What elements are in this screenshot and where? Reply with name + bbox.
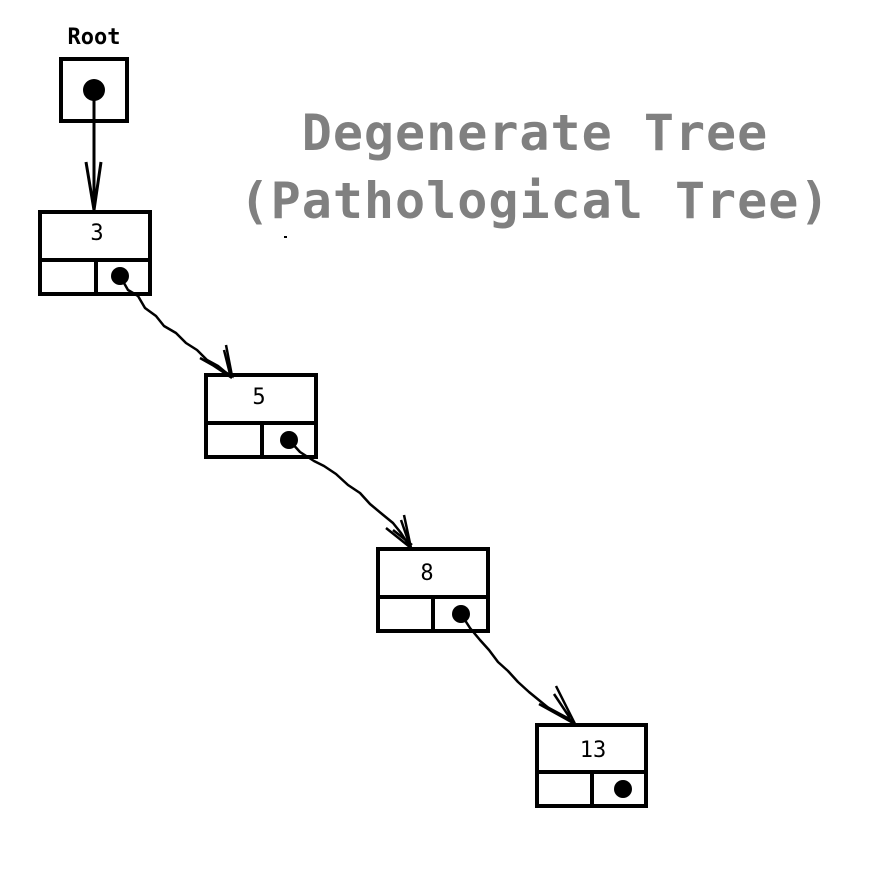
edge-arrow-head: [385, 514, 413, 552]
tree-node: 3: [38, 210, 152, 296]
node-value: 3: [90, 221, 103, 246]
tree-node: 8: [376, 547, 490, 633]
node-value: 5: [252, 385, 265, 410]
edge-arrow-head: [199, 344, 234, 380]
right-pointer-dot: [614, 780, 632, 798]
edge-arrow-head: [538, 685, 578, 728]
edge-line: [288, 439, 412, 548]
node-value: 13: [580, 738, 607, 763]
root-pointer: Root: [59, 25, 129, 211]
root-label: Root: [68, 25, 121, 50]
tree-node: 5: [204, 373, 318, 459]
stray-mark: [284, 236, 287, 238]
edge-line: [118, 275, 231, 377]
title-line-1: Degenerate Tree: [302, 104, 769, 162]
tree-node: 13: [535, 723, 648, 808]
edge-5-to-8: [288, 439, 413, 552]
edge-3-to-5: [118, 275, 234, 380]
node-value: 8: [420, 561, 433, 586]
title-line-2: (Pathological Tree): [240, 172, 831, 230]
edge-8-to-13: [459, 613, 578, 728]
root-pointer-dot: [83, 79, 105, 101]
